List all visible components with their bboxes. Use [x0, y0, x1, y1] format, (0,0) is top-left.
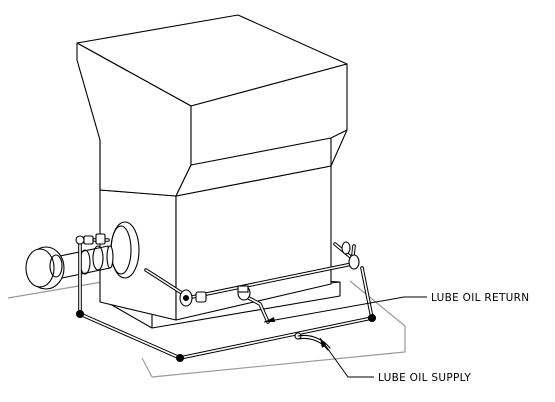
drive-shaft-assembly	[25, 221, 140, 290]
pipe-fittings	[75, 233, 377, 363]
callout-leaders	[263, 296, 427, 378]
housing-upper	[76, 14, 348, 197]
callout-arrowheads	[264, 317, 326, 348]
lube-oil-return-label: LUBE OIL RETURN	[431, 292, 529, 304]
supply-tube	[297, 334, 331, 351]
floor-outline	[7, 280, 406, 378]
lube-oil-supply-label: LUBE OIL SUPPLY	[378, 372, 471, 384]
